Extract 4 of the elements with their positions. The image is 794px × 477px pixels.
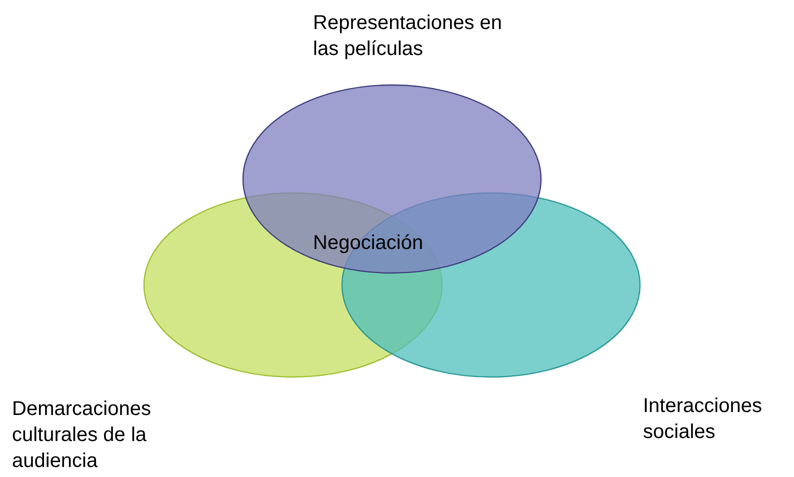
set-label: Representaciones en las películas bbox=[313, 11, 504, 62]
overlap-label: Negociación bbox=[313, 232, 424, 255]
set-label: Interacciones sociales bbox=[643, 394, 763, 445]
set-label: Demarcaciones culturales de la audiencia bbox=[12, 397, 152, 474]
